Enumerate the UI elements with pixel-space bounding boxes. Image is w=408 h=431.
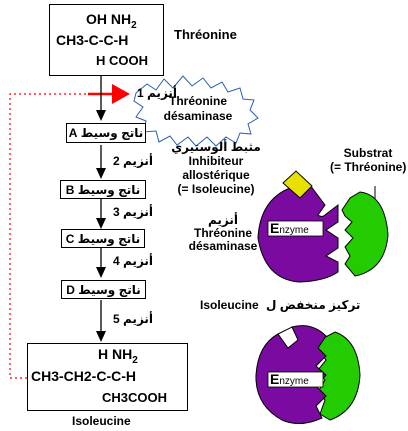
low-concentration-latin: Isoleucine	[200, 298, 259, 312]
feedback-line	[9, 93, 88, 379]
substrate-line1: Substrat	[343, 146, 393, 160]
enzyme-name-line2: désaminase	[188, 239, 258, 253]
isoleucine-box: H NH2 CH3-CH2-C-C-H CH3COOH	[27, 343, 188, 411]
inhibitor-line3: (= Isoleucine)	[177, 182, 255, 196]
enzyme-2-label: أنزيم 2	[113, 154, 154, 168]
enzyme-4-label: أنزيم 4	[113, 254, 154, 268]
low-concentration-arabic: تركيز منخفض ل	[266, 298, 361, 312]
low-concentration-label: Isoleucine تركيز منخفض ل	[200, 298, 360, 312]
enzyme-inactive	[255, 325, 361, 424]
threonine-name: Thréonine	[174, 27, 237, 42]
intermediate-c: ناتج وسيط C	[61, 229, 145, 248]
threonine-row1: OH NH2	[86, 11, 137, 31]
enzyme-active	[257, 170, 389, 283]
starburst-line2: désaminase	[163, 109, 233, 123]
enzyme-word-bottom: Enzyme	[270, 371, 309, 388]
threonine-box: OH NH2 CH3-C-C-H H COOH	[49, 4, 164, 76]
enzyme-1-label: أنزيم 1	[137, 86, 178, 100]
enzyme-3-label: أنزيم 3	[113, 205, 154, 219]
isoleucine-row1: H NH2	[98, 346, 138, 366]
isoleucine-name: Isoleucine	[72, 414, 131, 428]
enzyme-5-label: أنزيم 5	[113, 312, 154, 326]
intermediate-b: ناتج وسيط B	[60, 180, 146, 199]
inhibition-arrowhead	[112, 84, 130, 104]
isoleucine-row2: CH3-CH2-C-C-H	[31, 368, 136, 384]
threonine-row3: H COOH	[96, 53, 148, 68]
substrate-label: Substrat (= Thréonine)	[330, 146, 406, 174]
enzyme-word-top: Enzyme	[270, 220, 309, 237]
threonine-row2: CH3-C-C-H	[56, 32, 129, 48]
starburst-line1: Thréonine	[168, 94, 227, 108]
enzyme-name-label: أنزيم Thréonine désaminase	[183, 214, 263, 253]
enzyme-name-arabic: أنزيم	[208, 213, 238, 227]
isoleucine-row3: CH3COOH	[102, 390, 168, 405]
inhibitor-shape	[282, 170, 313, 199]
inhibitor-line2: allostérique	[182, 168, 250, 182]
intermediate-a: ناتج وسيط A	[66, 123, 146, 143]
inhibitor-line1: Inhibiteur	[188, 154, 244, 168]
intermediate-d: ناتج وسيط D	[61, 280, 146, 299]
substrate-shape	[341, 191, 389, 277]
starburst-shape	[133, 75, 259, 147]
enzyme-name-line1: Thréonine	[193, 226, 252, 240]
inhibitor-arabic: مثبط ألوستيري	[171, 140, 261, 154]
inhibitor-label: مثبط ألوستيري Inhibiteur allostérique (=…	[168, 140, 264, 196]
starburst-label: Thréonine désaminase	[158, 94, 238, 124]
substrate-line2: (= Thréonine)	[330, 160, 407, 174]
